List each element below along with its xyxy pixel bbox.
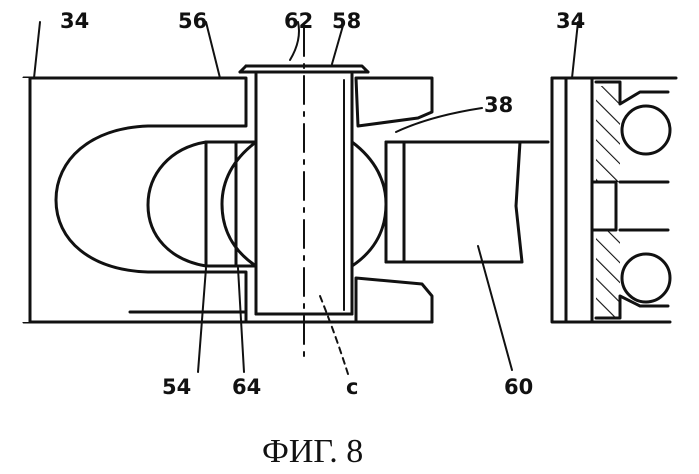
label-58: 58 — [332, 9, 361, 33]
label-54: 54 — [162, 375, 191, 399]
label-62: 62 — [284, 9, 313, 33]
label-34-left: 34 — [60, 9, 89, 33]
housing-right — [552, 78, 676, 322]
label-34-right: 34 — [556, 9, 585, 33]
link-60 — [386, 142, 548, 262]
figure-caption: ФИГ. 8 — [262, 433, 363, 470]
label-38: 38 — [484, 93, 513, 117]
label-56: 56 — [178, 9, 207, 33]
label-c: c — [346, 375, 358, 399]
housing-upper-right — [356, 78, 432, 126]
label-64: 64 — [232, 375, 261, 399]
label-60: 60 — [504, 375, 533, 399]
pin-58 — [240, 28, 368, 360]
spherical-seat-54 — [148, 142, 256, 266]
housing-left — [20, 78, 246, 322]
